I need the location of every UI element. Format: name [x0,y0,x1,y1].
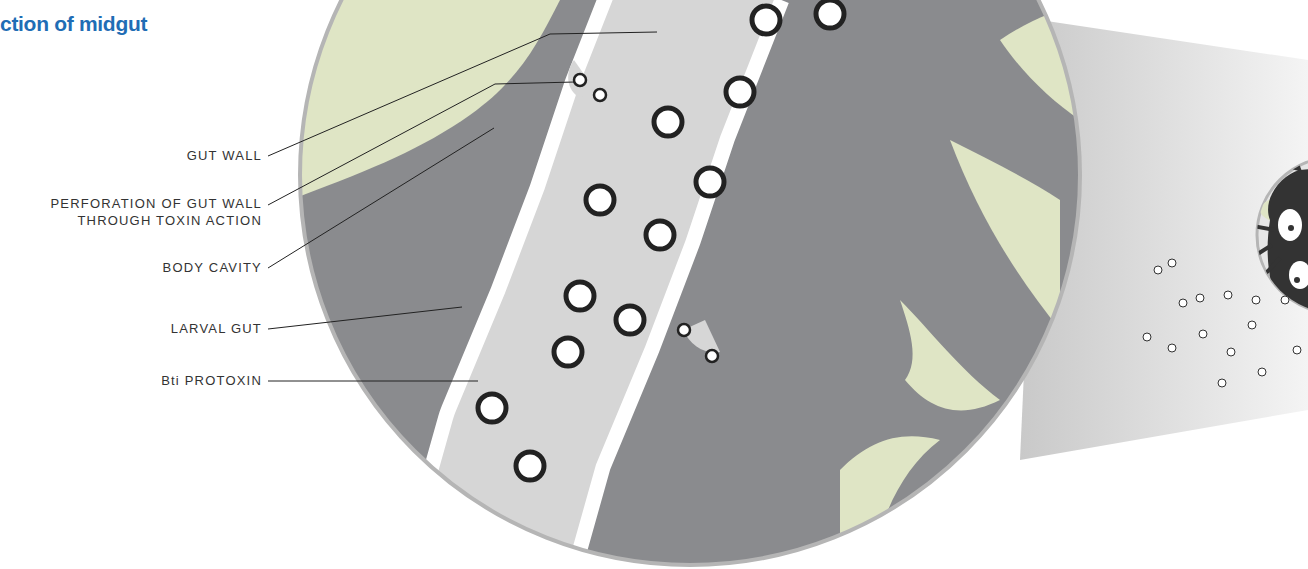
toxin-particles [1143,259,1301,387]
part-label: LARVAL GUT [62,320,262,337]
part-label: PERFORATION OF GUT WALL THROUGH TOXIN AC… [12,195,262,229]
larva-inset [1245,145,1308,330]
midgut-section [290,0,1090,569]
magnifier-rim [300,0,1080,565]
diagram-title: ction of midgut [0,12,147,36]
part-label: GUT WALL [62,147,262,164]
leader-lines [268,32,657,381]
part-label: BODY CAVITY [62,259,262,276]
part-label: Bti PROTOXIN [62,372,262,389]
